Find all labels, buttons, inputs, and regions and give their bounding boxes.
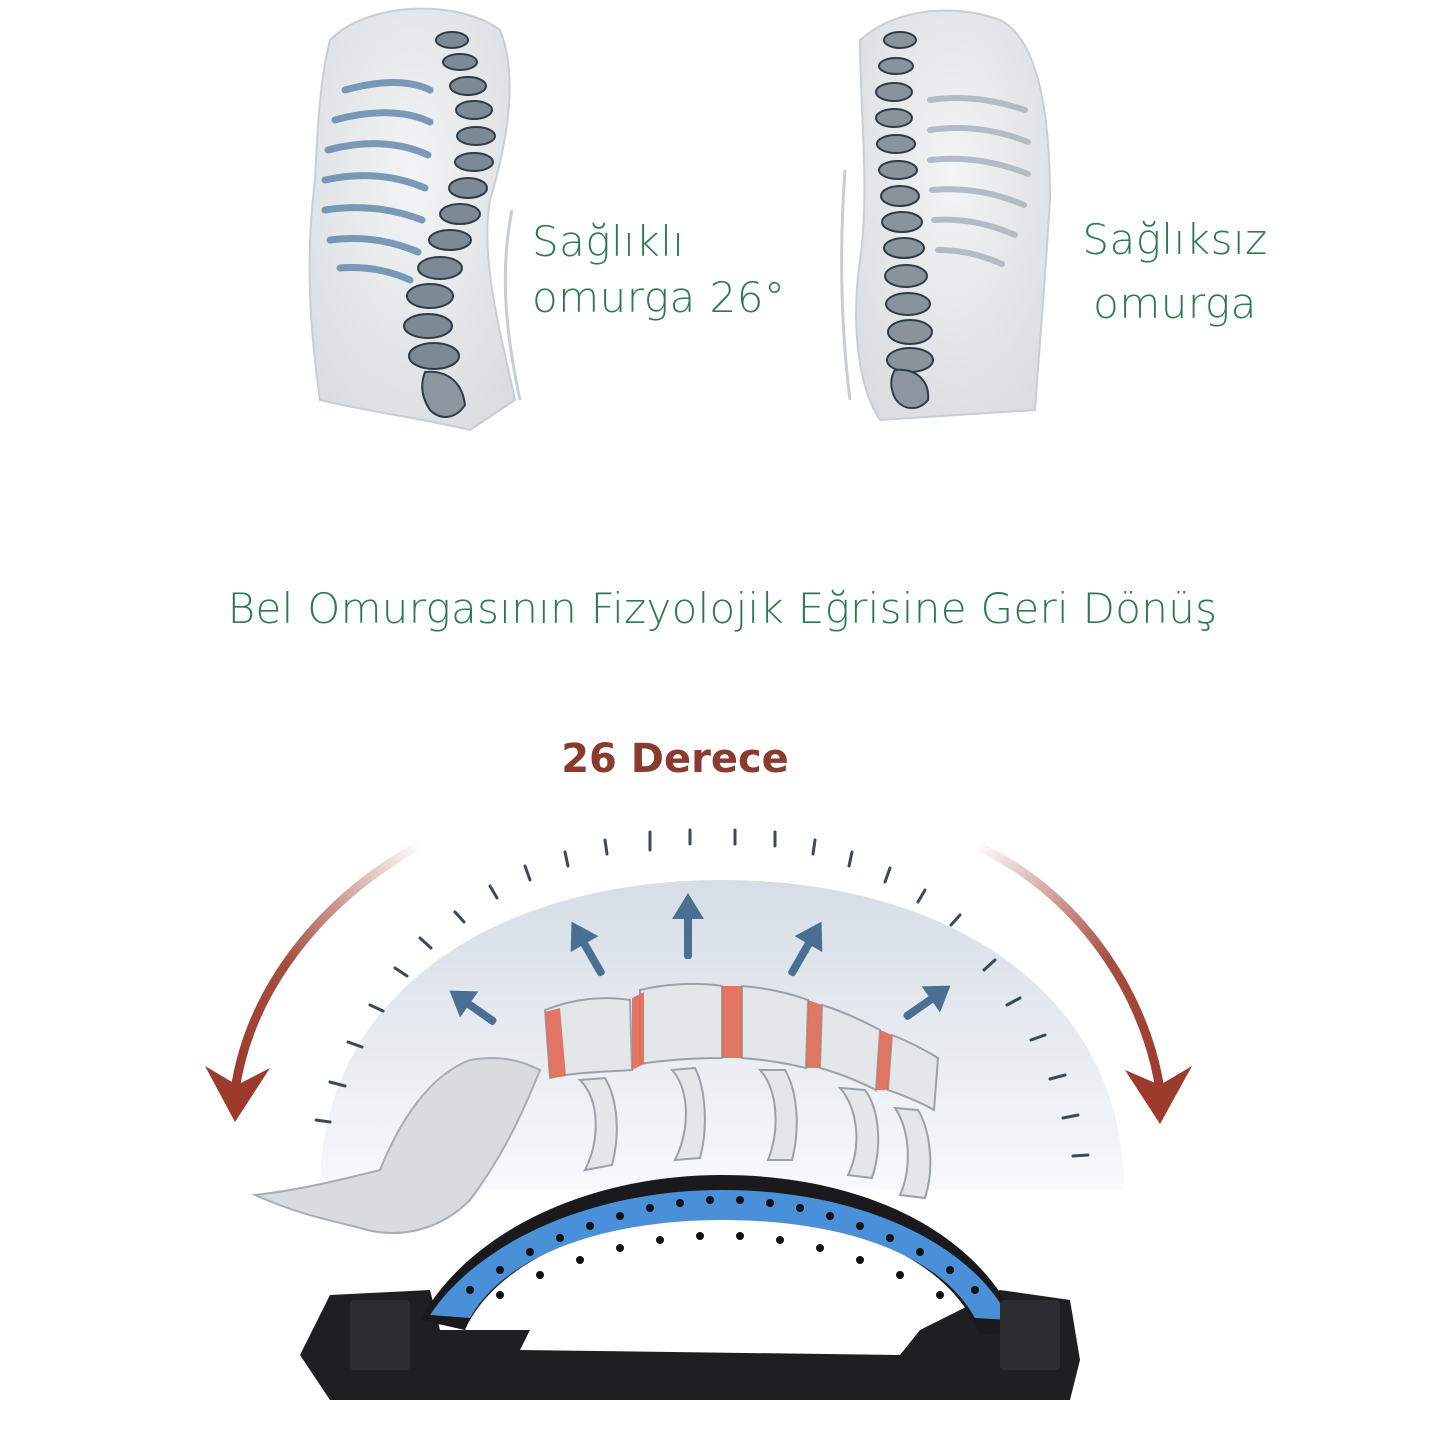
- up-arrow-icon: [788, 921, 823, 977]
- headline: Bel Omurgasının Fizyolojik Eğrisine Geri…: [227, 584, 1218, 633]
- healthy-spine-label-line1: Sağlıklı: [532, 217, 685, 266]
- up-arrow-icon: [449, 990, 497, 1025]
- healthy-spine-illustration: [308, 7, 522, 432]
- device-panel: [205, 828, 1192, 1400]
- degree-ticks: [314, 828, 1090, 1158]
- intervertebral-discs: [545, 986, 892, 1090]
- up-arrow-icon: [570, 921, 605, 977]
- curved-arrow-right-icon: [973, 840, 1165, 1091]
- blue-pad: [430, 1190, 1010, 1320]
- curved-arrow-right-head: [1125, 1066, 1192, 1124]
- back-stretcher-device: [300, 1175, 1080, 1400]
- up-arrow-icon: [903, 985, 951, 1020]
- lumbar-spine-illustration: [251, 982, 940, 1234]
- healthy-spine-label-line2: omurga 26°: [532, 273, 786, 322]
- massage-points: [466, 1196, 979, 1299]
- unhealthy-spine-label-line1: Sağlıksız: [1082, 215, 1268, 264]
- up-arrows: [449, 893, 951, 1025]
- curved-arrow-left-head: [205, 1066, 270, 1122]
- degree-label: 26 Derece: [561, 736, 789, 782]
- unhealthy-spine-label: Sağlıksız omurga: [1060, 208, 1290, 336]
- unhealthy-spine-label-line2: omurga: [1093, 279, 1257, 328]
- curved-arrow-left-icon: [230, 841, 423, 1091]
- up-arrow-icon: [672, 893, 704, 959]
- unhealthy-spine-illustration: [840, 9, 1052, 422]
- healthy-spine-label: Sağlıklı omurga 26°: [532, 214, 786, 326]
